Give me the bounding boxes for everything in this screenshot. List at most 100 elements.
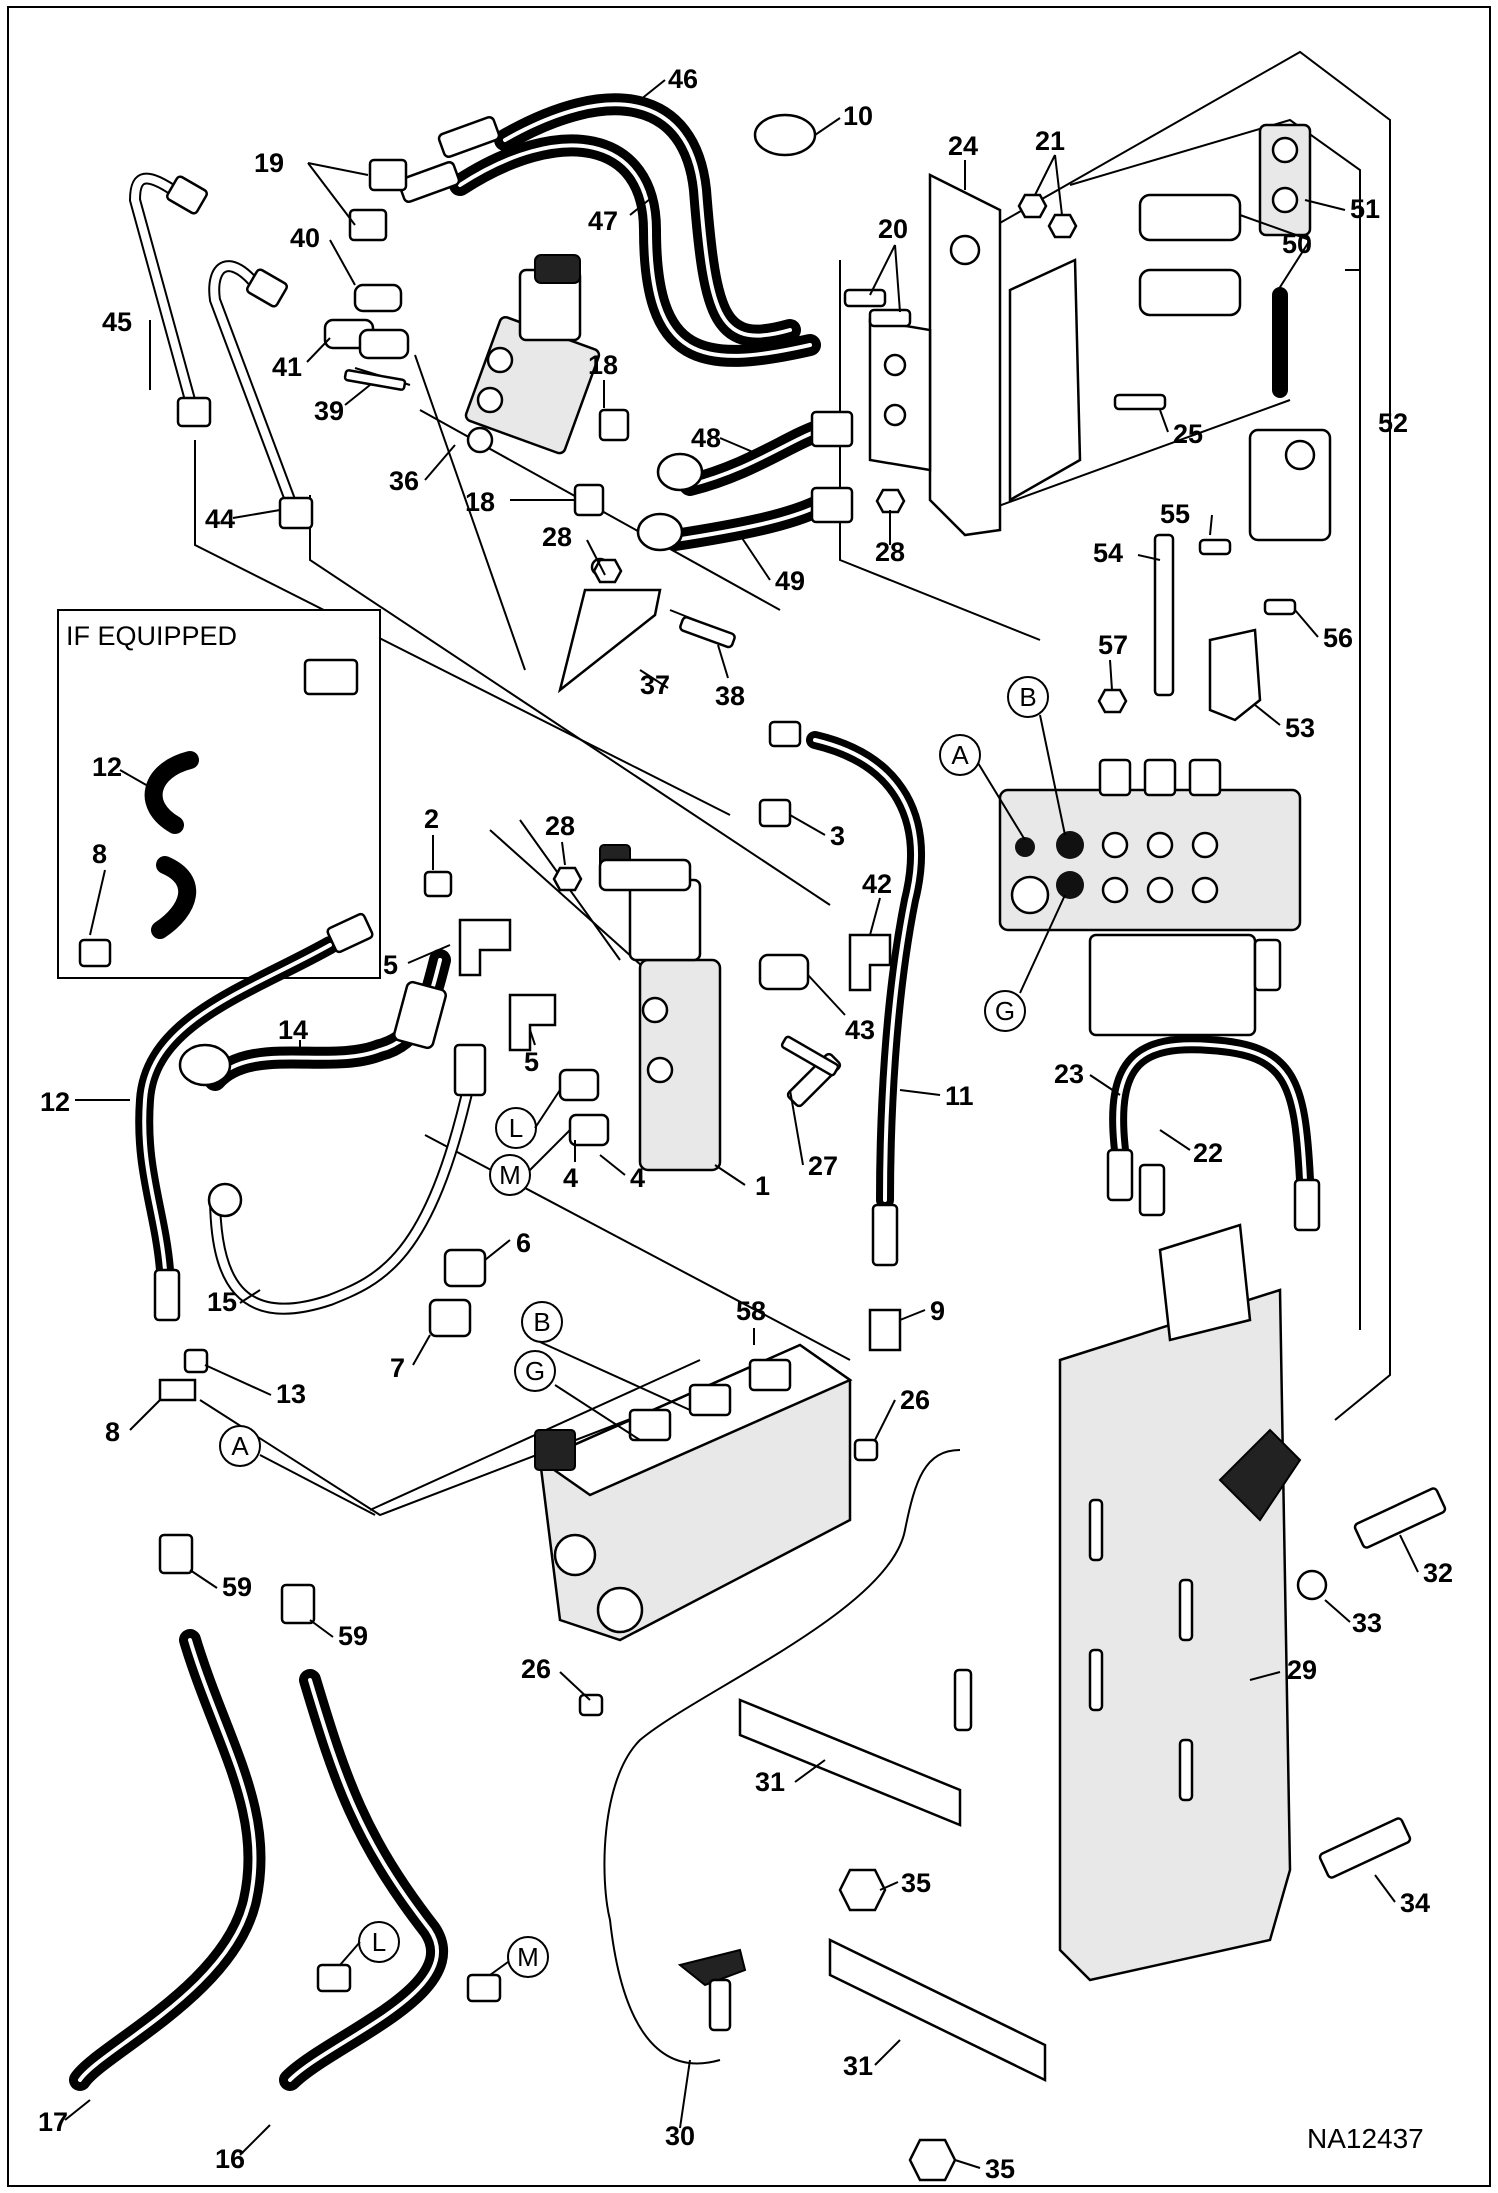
label-part-18b: 18 — [465, 487, 495, 517]
label-part-33: 33 — [1352, 1608, 1382, 1638]
callout-G-mid: G — [525, 1356, 545, 1386]
label-part-57: 57 — [1098, 630, 1128, 660]
inset-if-equipped: IF EQUIPPED — [57, 609, 381, 979]
label-part-12a: 12 — [92, 752, 122, 782]
hose-48 — [656, 410, 854, 496]
label-part-59a: 59 — [222, 1572, 252, 1602]
label-part-56: 56 — [1323, 623, 1353, 653]
hoses-16-17 — [69, 1533, 502, 2091]
label-part-5b: 5 — [524, 1047, 539, 1077]
tube-15 — [207, 1043, 487, 1315]
label-part-12b: 12 — [40, 1087, 70, 1117]
label-part-39: 39 — [314, 396, 344, 426]
hose-12 — [135, 912, 374, 1322]
label-part-51: 51 — [1350, 194, 1380, 224]
callout-L-mid: L — [509, 1113, 523, 1143]
callout-L-bottom: L — [372, 1927, 386, 1957]
label-part-34: 34 — [1400, 1888, 1430, 1918]
label-part-26a: 26 — [900, 1385, 930, 1415]
label-part-13: 13 — [276, 1379, 306, 1409]
label-part-29: 29 — [1287, 1655, 1317, 1685]
part-labels: 1 2 3 4 4 5 5 6 7 8 8 9 10 11 12 12 13 1… — [38, 64, 1453, 2184]
label-part-37: 37 — [640, 670, 670, 700]
label-part-16: 16 — [215, 2144, 245, 2174]
callout-M-bottom: M — [517, 1942, 539, 1972]
label-part-24: 24 — [948, 131, 978, 161]
inset-title: IF EQUIPPED — [66, 621, 237, 651]
label-part-8b: 8 — [105, 1417, 120, 1447]
label-part-53: 53 — [1285, 713, 1315, 743]
cable-30 — [603, 1449, 973, 2065]
label-part-42: 42 — [862, 869, 892, 899]
label-part-45: 45 — [102, 307, 132, 337]
label-part-5a: 5 — [383, 950, 398, 980]
label-part-35b: 35 — [985, 2154, 1015, 2184]
label-part-20: 20 — [878, 214, 908, 244]
label-part-36: 36 — [389, 466, 419, 496]
control-valve-58 — [534, 1343, 853, 1642]
label-part-3: 3 — [830, 821, 845, 851]
bolts-32-35 — [838, 1487, 1447, 2182]
solenoid-valve-36 — [464, 254, 601, 455]
label-part-46: 46 — [668, 64, 698, 94]
label-part-6: 6 — [516, 1228, 531, 1258]
callout-G-top: G — [995, 996, 1015, 1026]
label-part-31a: 31 — [755, 1767, 785, 1797]
label-part-38: 38 — [715, 681, 745, 711]
label-part-4b: 4 — [630, 1163, 645, 1193]
label-part-41: 41 — [272, 352, 302, 382]
label-part-52: 52 — [1378, 408, 1408, 438]
label-part-58: 58 — [736, 1296, 766, 1326]
label-part-8a: 8 — [92, 839, 107, 869]
label-part-19: 19 — [254, 148, 284, 178]
plate-24 — [868, 172, 1082, 537]
label-part-18a: 18 — [588, 350, 618, 380]
hose-14 — [178, 949, 451, 1091]
hose-47 — [397, 134, 821, 367]
bars-31 — [738, 1698, 1047, 2083]
label-part-9: 9 — [930, 1296, 945, 1326]
label-part-2: 2 — [424, 804, 439, 834]
hose-49 — [636, 486, 854, 552]
label-part-59b: 59 — [338, 1621, 368, 1651]
label-part-40: 40 — [290, 223, 320, 253]
fittings-6-7-8-9-13 — [158, 1248, 902, 1402]
label-part-28c: 28 — [545, 811, 575, 841]
label-part-21: 21 — [1035, 126, 1065, 156]
mount-plate-29 — [1058, 1223, 1302, 1982]
callout-A-top: A — [951, 740, 969, 770]
label-part-10: 10 — [843, 101, 873, 131]
label-part-49: 49 — [775, 566, 805, 596]
tube-44 — [208, 260, 314, 530]
fittings-19-40-41 — [323, 158, 630, 517]
label-part-14: 14 — [278, 1015, 308, 1045]
label-part-47: 47 — [588, 206, 618, 236]
valve-1 — [598, 844, 722, 1172]
callout-B-top: B — [1019, 682, 1036, 712]
label-part-22: 22 — [1193, 1138, 1223, 1168]
label-leader-lines — [64, 79, 1419, 2169]
label-part-28a: 28 — [542, 522, 572, 552]
label-part-17: 17 — [38, 2107, 68, 2137]
label-part-43: 43 — [845, 1015, 875, 1045]
label-part-26b: 26 — [521, 1654, 551, 1684]
label-part-4a: 4 — [563, 1163, 578, 1193]
hose-11 — [768, 720, 925, 1267]
label-part-48: 48 — [691, 423, 721, 453]
label-part-25: 25 — [1173, 419, 1203, 449]
label-part-23: 23 — [1054, 1059, 1084, 1089]
label-part-44: 44 — [205, 504, 235, 534]
couplers-50-51 — [1138, 123, 1312, 398]
callout-B-mid: B — [533, 1307, 550, 1337]
label-part-15: 15 — [207, 1287, 237, 1317]
label-part-54: 54 — [1093, 538, 1123, 568]
bracket-53-54 — [1153, 533, 1262, 722]
label-part-31b: 31 — [843, 2051, 873, 2081]
fittings-2-3-4-5 — [423, 798, 892, 1147]
connection-callouts: A B G B G A L M L M — [219, 676, 1066, 1978]
label-part-35a: 35 — [901, 1868, 931, 1898]
label-part-1: 1 — [755, 1171, 770, 1201]
hose-46 — [437, 93, 801, 347]
label-part-27: 27 — [808, 1151, 838, 1181]
